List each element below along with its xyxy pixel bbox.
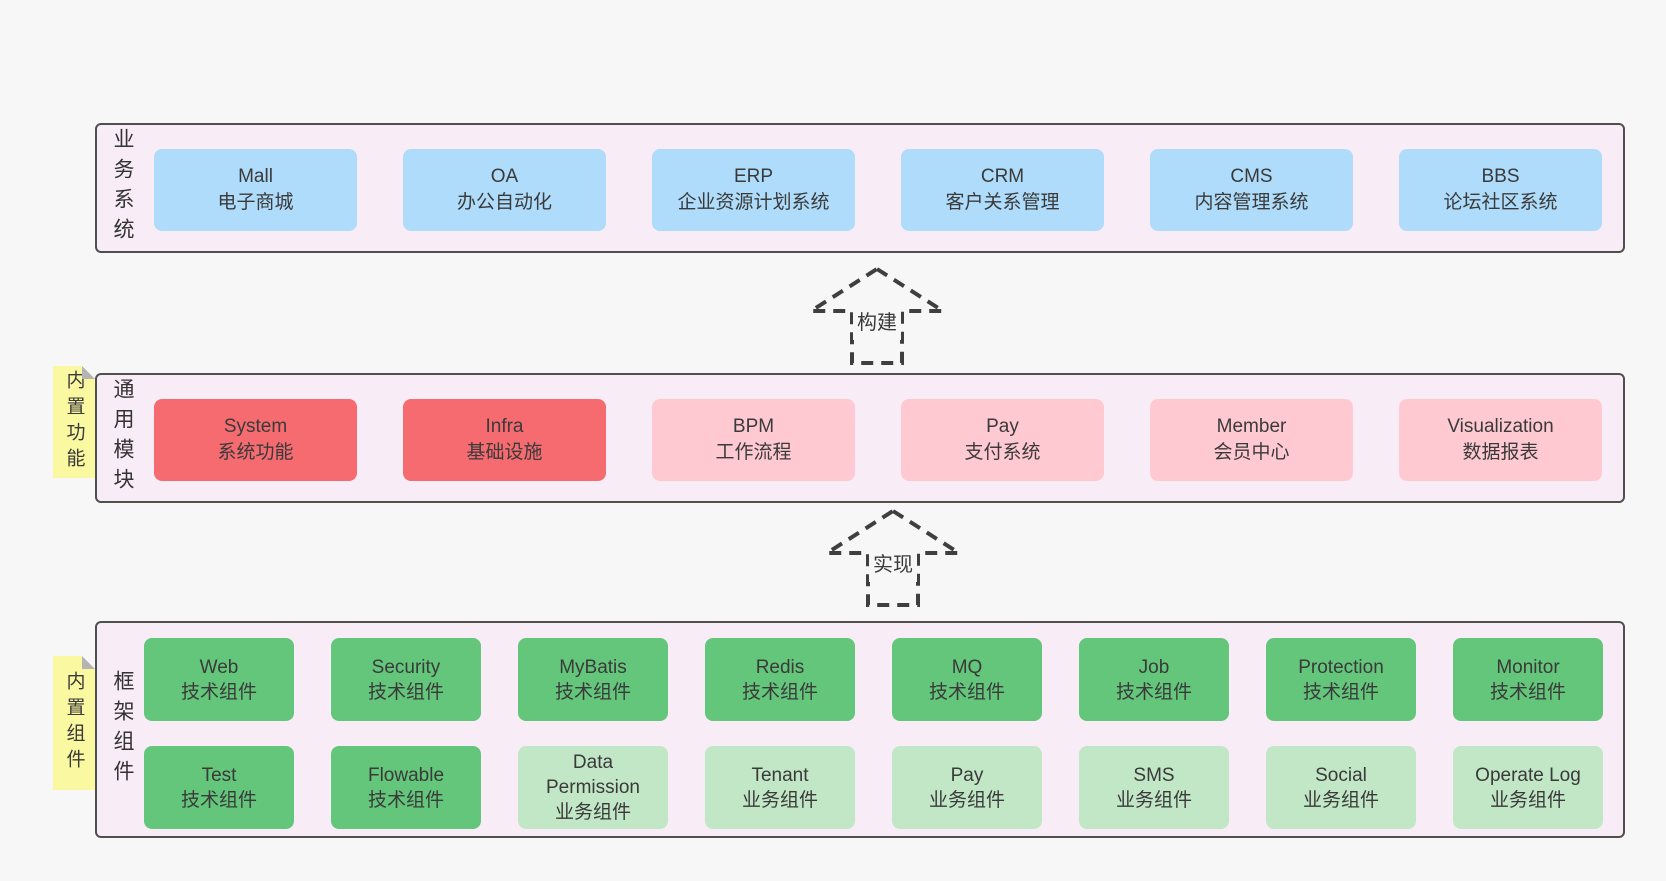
box-subtitle: 技术组件 bbox=[741, 681, 818, 703]
band-business-systems: 业务系统 Mall 电子商城 OA 办公自动化 ERP 企业资源计划系统 CRM… bbox=[95, 123, 1625, 253]
implement-arrow-icon: 实现 bbox=[823, 508, 963, 607]
box-subtitle: 支付系统 bbox=[964, 442, 1041, 463]
box-title: Flowable bbox=[367, 764, 445, 786]
box-title: Monitor bbox=[1496, 656, 1560, 678]
box-erp: ERP 企业资源计划系统 bbox=[652, 149, 855, 231]
box-mq: MQ 技术组件 bbox=[892, 638, 1042, 721]
box-subtitle: 论坛社区系统 bbox=[1443, 192, 1558, 213]
box-subtitle: 企业资源计划系统 bbox=[677, 192, 830, 213]
box-title: MQ bbox=[951, 656, 983, 678]
box-crm: CRM 客户关系管理 bbox=[901, 149, 1104, 231]
box-title: Operate Log bbox=[1475, 764, 1581, 786]
modules-box-row: System 系统功能 Infra 基础设施 BPM 工作流程 Pay 支付系统… bbox=[154, 399, 1602, 481]
band-components-label: 框架组件 bbox=[111, 669, 134, 790]
box-flowable: Flowable 技术组件 bbox=[331, 746, 481, 829]
box-sms: SMS 业务组件 bbox=[1079, 746, 1229, 829]
box-pay-module: Pay 支付系统 bbox=[901, 399, 1104, 481]
box-tenant: Tenant 业务组件 bbox=[705, 746, 855, 829]
box-subtitle: 技术组件 bbox=[1302, 681, 1379, 703]
box-subtitle: 技术组件 bbox=[1489, 681, 1566, 703]
box-web: Web 技术组件 bbox=[144, 638, 294, 721]
box-subtitle: 技术组件 bbox=[1115, 681, 1192, 703]
box-subtitle: 业务组件 bbox=[554, 802, 631, 823]
box-title: BPM bbox=[732, 416, 775, 437]
box-title: SMS bbox=[1133, 764, 1175, 786]
box-redis: Redis 技术组件 bbox=[705, 638, 855, 721]
box-subtitle: 业务组件 bbox=[1489, 789, 1566, 811]
box-title: Infra bbox=[485, 416, 524, 437]
box-title: Protection bbox=[1298, 656, 1384, 678]
box-title: OA bbox=[490, 166, 519, 187]
box-pay-component: Pay 业务组件 bbox=[892, 746, 1042, 829]
box-subtitle: 业务组件 bbox=[1302, 789, 1379, 811]
box-job: Job 技术组件 bbox=[1079, 638, 1229, 721]
box-title: CRM bbox=[980, 166, 1025, 187]
band-business-label: 业务系统 bbox=[111, 128, 134, 248]
box-test: Test 技术组件 bbox=[144, 746, 294, 829]
box-social: Social 业务组件 bbox=[1266, 746, 1416, 829]
band-modules-label: 通用模块 bbox=[111, 378, 134, 498]
box-oa: OA 办公自动化 bbox=[403, 149, 606, 231]
box-protection: Protection 技术组件 bbox=[1266, 638, 1416, 721]
implement-arrow-label: 实现 bbox=[873, 553, 913, 576]
box-subtitle: 技术组件 bbox=[180, 789, 257, 811]
business-box-row: Mall 电子商城 OA 办公自动化 ERP 企业资源计划系统 CRM 客户关系… bbox=[154, 149, 1602, 231]
box-subtitle: 技术组件 bbox=[554, 681, 631, 703]
box-title: CMS bbox=[1230, 166, 1273, 187]
box-title: Member bbox=[1216, 416, 1287, 437]
box-mall: Mall 电子商城 bbox=[154, 149, 357, 231]
sticky-note-builtin-components: 内置组件 bbox=[53, 656, 95, 790]
box-title: System bbox=[223, 416, 288, 437]
box-infra: Infra 基础设施 bbox=[403, 399, 606, 481]
box-title: MyBatis bbox=[559, 656, 627, 678]
box-subtitle: 系统功能 bbox=[217, 442, 294, 463]
box-title: Data Permission bbox=[546, 752, 640, 798]
box-title: Mall bbox=[238, 166, 273, 187]
box-subtitle: 技术组件 bbox=[367, 681, 444, 703]
box-subtitle: 技术组件 bbox=[928, 681, 1005, 703]
box-subtitle: 业务组件 bbox=[741, 789, 818, 811]
band-common-modules: 通用模块 System 系统功能 Infra 基础设施 BPM 工作流程 Pay… bbox=[95, 373, 1625, 503]
box-title: Pay bbox=[950, 764, 984, 786]
build-arrow-icon: 构建 bbox=[807, 266, 947, 365]
box-subtitle: 技术组件 bbox=[367, 789, 444, 811]
build-arrow-label: 构建 bbox=[857, 311, 897, 334]
box-bbs: BBS 论坛社区系统 bbox=[1399, 149, 1602, 231]
box-subtitle: 业务组件 bbox=[928, 789, 1005, 811]
box-subtitle: 客户关系管理 bbox=[945, 192, 1060, 213]
box-title: Web bbox=[199, 656, 239, 678]
box-title: Test bbox=[201, 764, 237, 786]
box-mybatis: MyBatis 技术组件 bbox=[518, 638, 668, 721]
box-data-permission: Data Permission 业务组件 bbox=[518, 746, 668, 829]
box-subtitle: 数据报表 bbox=[1462, 442, 1539, 463]
box-system: System 系统功能 bbox=[154, 399, 357, 481]
box-subtitle: 内容管理系统 bbox=[1194, 192, 1309, 213]
box-title: ERP bbox=[733, 166, 774, 187]
box-monitor: Monitor 技术组件 bbox=[1453, 638, 1603, 721]
box-operate-log: Operate Log 业务组件 bbox=[1453, 746, 1603, 829]
box-title: Visualization bbox=[1447, 416, 1554, 437]
box-security: Security 技术组件 bbox=[331, 638, 481, 721]
box-title: Tenant bbox=[751, 764, 809, 786]
box-subtitle: 业务组件 bbox=[1115, 789, 1192, 811]
box-subtitle: 工作流程 bbox=[715, 442, 792, 463]
box-visualization: Visualization 数据报表 bbox=[1399, 399, 1602, 481]
box-title: Security bbox=[371, 656, 441, 678]
box-subtitle: 技术组件 bbox=[180, 681, 257, 703]
box-member: Member 会员中心 bbox=[1150, 399, 1353, 481]
box-title: Job bbox=[1138, 656, 1170, 678]
box-title: Pay bbox=[986, 416, 1019, 437]
box-title: BBS bbox=[1481, 166, 1520, 187]
box-subtitle: 办公自动化 bbox=[456, 192, 552, 213]
box-bpm: BPM 工作流程 bbox=[652, 399, 855, 481]
band-framework-components: 框架组件 Web 技术组件 Security 技术组件 MyBatis 技术组件… bbox=[95, 621, 1625, 838]
box-subtitle: 会员中心 bbox=[1213, 442, 1290, 463]
box-subtitle: 电子商城 bbox=[217, 192, 294, 213]
box-cms: CMS 内容管理系统 bbox=[1150, 149, 1353, 231]
sticky-note-builtin-features: 内置功能 bbox=[53, 366, 95, 478]
box-subtitle: 基础设施 bbox=[466, 442, 543, 463]
box-title: Social bbox=[1315, 764, 1367, 786]
box-title: Redis bbox=[755, 656, 805, 678]
components-grid: Web 技术组件 Security 技术组件 MyBatis 技术组件 Redi… bbox=[144, 638, 1603, 829]
